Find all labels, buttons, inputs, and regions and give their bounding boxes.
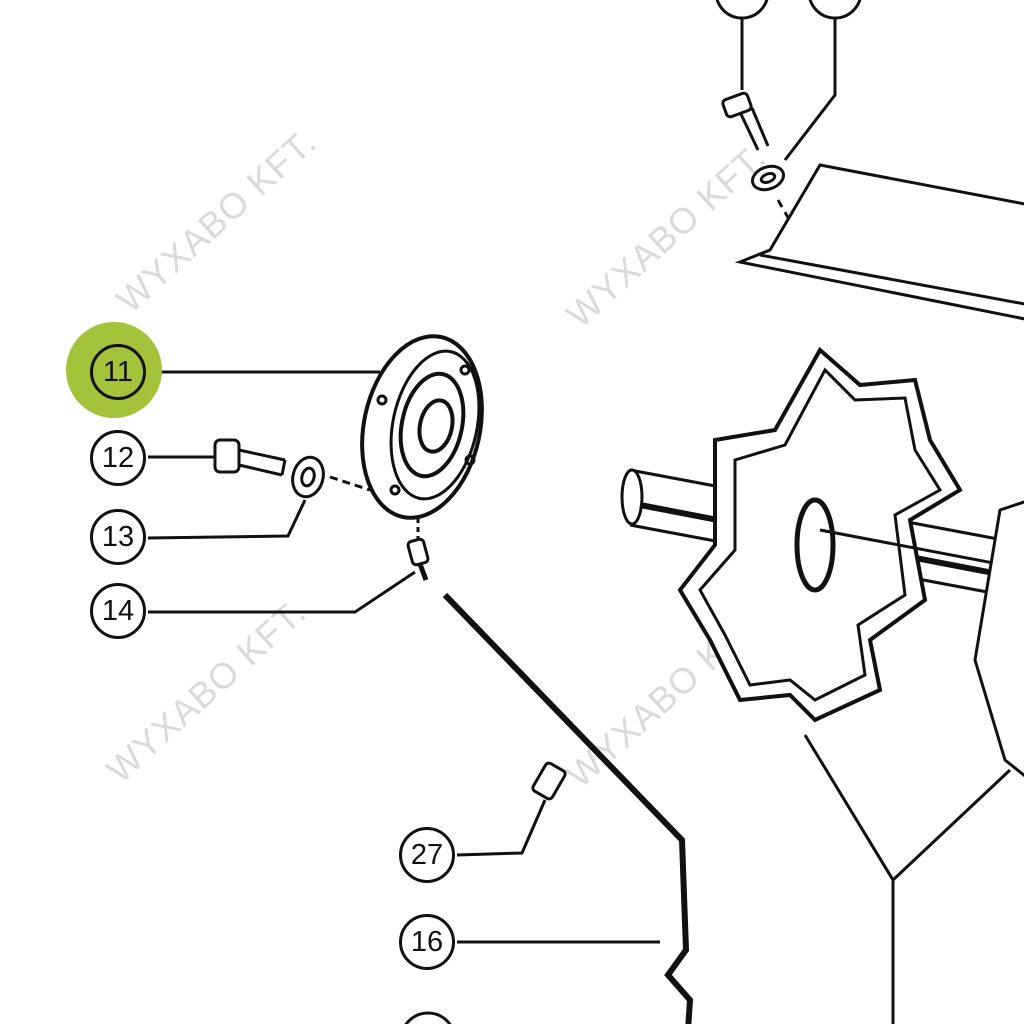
callout-14[interactable]: 14: [90, 583, 146, 639]
callout-partial: [404, 1011, 452, 1024]
callout-partial: [715, 0, 769, 20]
flange-bearing: [360, 334, 484, 520]
grease-nipple: [406, 518, 430, 581]
fitting: [531, 761, 567, 801]
callout-13[interactable]: 13: [90, 509, 146, 565]
cover-plate: [734, 163, 1024, 321]
washer: [291, 455, 325, 499]
grease-tube: [442, 592, 694, 1024]
callout-11[interactable]: 11: [90, 344, 146, 400]
bolt: [213, 438, 287, 477]
callout-27[interactable]: 27: [399, 827, 455, 883]
washer-top: [751, 164, 785, 192]
bolt-top: [721, 91, 770, 151]
callout-partial: [808, 0, 862, 20]
callout-12[interactable]: 12: [90, 430, 146, 486]
callout-16[interactable]: 16: [399, 914, 455, 970]
